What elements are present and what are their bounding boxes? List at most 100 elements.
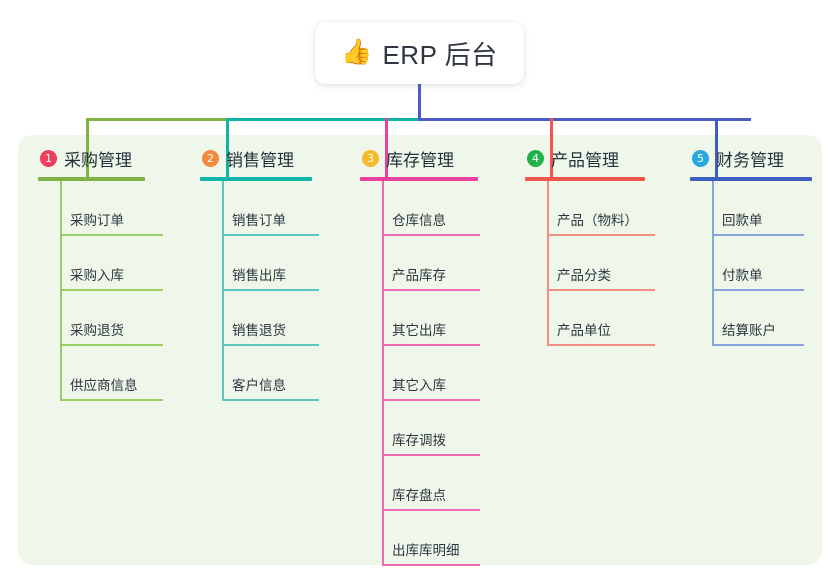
branch-title-4: 产品管理 xyxy=(551,150,619,170)
leaf-item-underline xyxy=(382,509,480,511)
leaf-item[interactable]: 库存调拨 xyxy=(382,422,480,456)
root-node-title: ERP 后台 xyxy=(382,39,498,70)
branch-drop-line-5 xyxy=(715,118,718,179)
leaf-item-label: 采购入库 xyxy=(70,268,124,283)
leaf-item-underline xyxy=(382,234,480,236)
leaf-item-underline xyxy=(222,234,319,236)
leaf-item-label: 采购退货 xyxy=(70,323,124,338)
leaf-item-underline xyxy=(382,289,480,291)
branch-column-3: 3 库存管理仓库信息产品库存其它出库其它入库库存调拨库存盘点出库库明细 xyxy=(360,146,480,566)
leaf-item[interactable]: 库存盘点 xyxy=(382,477,480,511)
branch-title-2: 销售管理 xyxy=(226,150,294,170)
leaf-item-label: 库存盘点 xyxy=(392,488,446,503)
leaf-item-underline xyxy=(547,289,655,291)
leaf-item-underline xyxy=(222,289,319,291)
branch-header-underline-3 xyxy=(360,177,478,181)
leaf-item-underline xyxy=(547,344,655,346)
branch-spine-5 xyxy=(712,181,714,346)
leaf-item-underline xyxy=(60,344,163,346)
leaf-item-label: 结算账户 xyxy=(722,323,776,338)
leaf-item[interactable]: 仓库信息 xyxy=(382,202,480,236)
leaf-item[interactable]: 其它出库 xyxy=(382,312,480,346)
leaf-item[interactable]: 产品分类 xyxy=(547,257,655,291)
branch-header-5[interactable]: 5 财务管理 xyxy=(690,146,784,170)
branch-title-1: 采购管理 xyxy=(64,150,132,170)
leaf-item-label: 产品（物料） xyxy=(557,213,638,228)
branch-badge-4: 4 xyxy=(527,149,544,167)
leaf-item-label: 库存调拨 xyxy=(392,433,446,448)
root-stem-line xyxy=(418,84,421,121)
branch-spine-4 xyxy=(547,181,549,346)
leaf-item[interactable]: 销售订单 xyxy=(222,202,319,236)
leaf-item[interactable]: 出库库明细 xyxy=(382,532,480,566)
leaf-item[interactable]: 产品单位 xyxy=(547,312,655,346)
leaf-item[interactable]: 销售出库 xyxy=(222,257,319,291)
leaf-item-underline xyxy=(222,399,319,401)
leaf-item-label: 其它入库 xyxy=(392,378,446,393)
branch-drop-line-2 xyxy=(226,118,229,179)
leaf-item-underline xyxy=(382,564,480,566)
branch-drop-line-4 xyxy=(550,118,553,179)
branch-drop-line-3 xyxy=(385,118,388,179)
branch-header-underline-2 xyxy=(200,177,312,181)
leaf-item[interactable]: 采购订单 xyxy=(60,202,163,236)
leaf-item-underline xyxy=(382,344,480,346)
leaf-item-label: 销售订单 xyxy=(232,213,286,228)
branch-header-underline-4 xyxy=(525,177,645,181)
leaf-item-underline xyxy=(382,454,480,456)
leaf-item[interactable]: 产品（物料） xyxy=(547,202,655,236)
leaf-item-label: 付款单 xyxy=(722,268,763,283)
branch-title-5: 财务管理 xyxy=(716,150,784,170)
branch-badge-3: 3 xyxy=(362,149,379,167)
leaf-item-label: 出库库明细 xyxy=(392,543,460,558)
leaf-item[interactable]: 供应商信息 xyxy=(60,367,163,401)
branch-header-3[interactable]: 3 库存管理 xyxy=(360,146,454,170)
leaf-item[interactable]: 产品库存 xyxy=(382,257,480,291)
leaf-item-label: 产品库存 xyxy=(392,268,446,283)
leaf-item-underline xyxy=(222,344,319,346)
branch-column-5: 5 财务管理回款单付款单结算账户 xyxy=(690,146,812,346)
leaf-item[interactable]: 付款单 xyxy=(712,257,804,291)
leaf-item[interactable]: 客户信息 xyxy=(222,367,319,401)
branch-spine-3 xyxy=(382,181,384,566)
branch-header-underline-5 xyxy=(690,177,812,181)
leaf-item-underline xyxy=(712,344,804,346)
branch-spine-2 xyxy=(222,181,224,401)
leaf-item-label: 回款单 xyxy=(722,213,763,228)
leaf-item-underline xyxy=(60,399,163,401)
leaf-item-label: 销售退货 xyxy=(232,323,286,338)
leaf-item[interactable]: 采购入库 xyxy=(60,257,163,291)
leaf-item[interactable]: 结算账户 xyxy=(712,312,804,346)
leaf-item-underline xyxy=(60,289,163,291)
leaf-item-underline xyxy=(712,234,804,236)
branch-column-4: 4 产品管理产品（物料） 产品分类产品单位 xyxy=(525,146,655,346)
leaf-item[interactable]: 销售退货 xyxy=(222,312,319,346)
branch-badge-2: 2 xyxy=(202,149,219,167)
branch-title-3: 库存管理 xyxy=(386,150,454,170)
bus-segment-teal xyxy=(226,118,418,121)
leaf-item-label: 采购订单 xyxy=(70,213,124,228)
branch-header-underline-1 xyxy=(38,177,145,181)
leaf-item-label: 产品分类 xyxy=(557,268,611,283)
branch-column-2: 2 销售管理销售订单销售出库销售退货客户信息 xyxy=(200,146,319,401)
leaf-item-label: 其它出库 xyxy=(392,323,446,338)
diagram-panel xyxy=(18,135,822,565)
leaf-item-underline xyxy=(712,289,804,291)
leaf-item-label: 仓库信息 xyxy=(392,213,446,228)
leaf-item-underline xyxy=(382,399,480,401)
leaf-item[interactable]: 回款单 xyxy=(712,202,804,236)
root-node-erp-backend[interactable]: 👍 ERP 后台 xyxy=(315,22,524,84)
bus-segment-blue xyxy=(418,118,751,121)
leaf-item[interactable]: 其它入库 xyxy=(382,367,480,401)
branch-header-2[interactable]: 2 销售管理 xyxy=(200,146,294,170)
leaf-item-label: 销售出库 xyxy=(232,268,286,283)
branch-header-4[interactable]: 4 产品管理 xyxy=(525,146,619,170)
leaf-item[interactable]: 采购退货 xyxy=(60,312,163,346)
branch-spine-1 xyxy=(60,181,62,401)
thumbs-up-icon: 👍 xyxy=(341,37,373,66)
branch-badge-5: 5 xyxy=(692,149,709,167)
leaf-item-underline xyxy=(60,234,163,236)
